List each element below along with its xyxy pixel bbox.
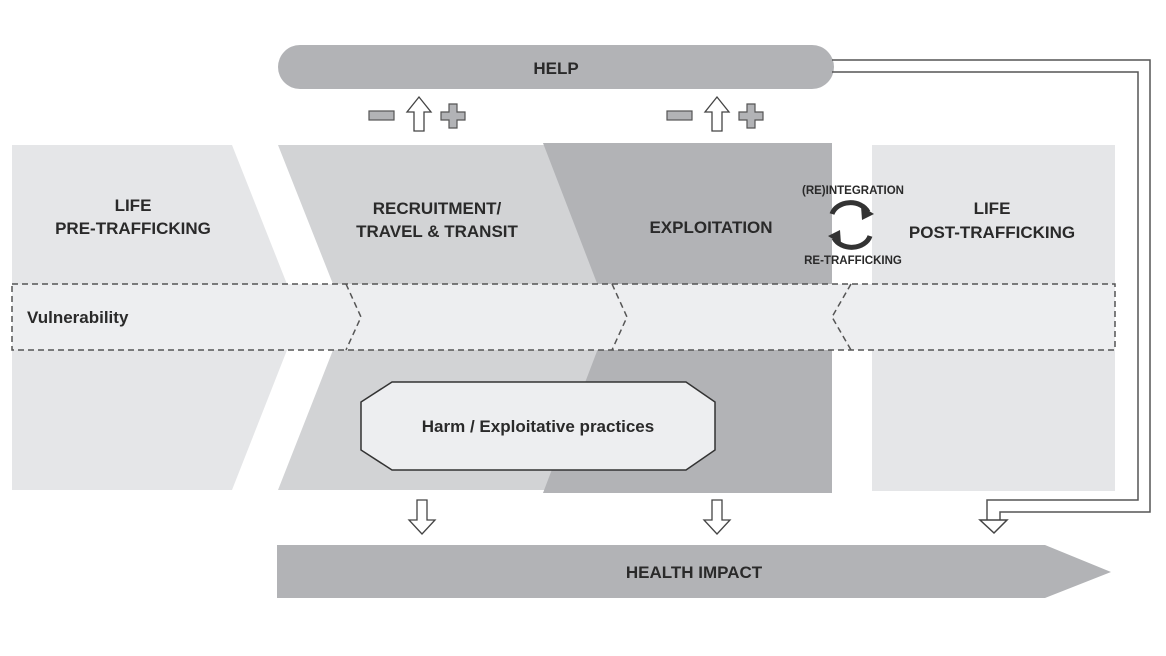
feedback-connector xyxy=(832,59,1151,520)
vulnerability-label: Vulnerability xyxy=(27,308,129,327)
arrow-up-icon xyxy=(405,95,433,132)
arrow-down-icon xyxy=(978,519,1009,535)
minus-icon xyxy=(666,110,693,121)
stage-label-recruit-line1: RECRUITMENT/ xyxy=(373,199,502,218)
influence-indicator-2 xyxy=(666,95,764,132)
retrafficking-label: RE-TRAFFICKING xyxy=(804,255,902,267)
health-impact-arrow xyxy=(277,545,1111,598)
harm-box xyxy=(360,381,716,471)
arrow-up-icon xyxy=(703,95,731,132)
stage-label-recruit-line2: TRAVEL & TRANSIT xyxy=(356,222,518,241)
cycle-arrows-icon xyxy=(828,200,874,250)
stage-label-pre-line1: LIFE xyxy=(115,196,152,215)
feedback-connector-inner xyxy=(832,71,1139,520)
plus-icon xyxy=(440,103,466,129)
vulnerability-band xyxy=(11,283,1116,351)
reintegration-label: (RE)INTEGRATION xyxy=(802,185,904,197)
influence-indicator-1 xyxy=(368,95,466,132)
harm-label: Harm / Exploitative practices xyxy=(422,417,654,436)
stage-label-pre-line2: PRE-TRAFFICKING xyxy=(55,219,211,238)
stage-label-post-line1: LIFE xyxy=(974,199,1011,218)
vulnerability-divider xyxy=(611,283,628,351)
vulnerability-divider xyxy=(345,283,362,351)
help-bar xyxy=(278,45,834,89)
plus-icon xyxy=(738,103,764,129)
health-impact-label: HEALTH IMPACT xyxy=(626,563,763,582)
minus-icon xyxy=(368,110,395,121)
help-label: HELP xyxy=(533,59,578,78)
stage-label-exploitation: EXPLOITATION xyxy=(649,218,772,237)
arrow-down-icon xyxy=(702,499,732,535)
arrow-down-icon xyxy=(407,499,437,535)
vulnerability-divider xyxy=(831,283,852,351)
stage-label-post-line2: POST-TRAFFICKING xyxy=(909,223,1075,242)
